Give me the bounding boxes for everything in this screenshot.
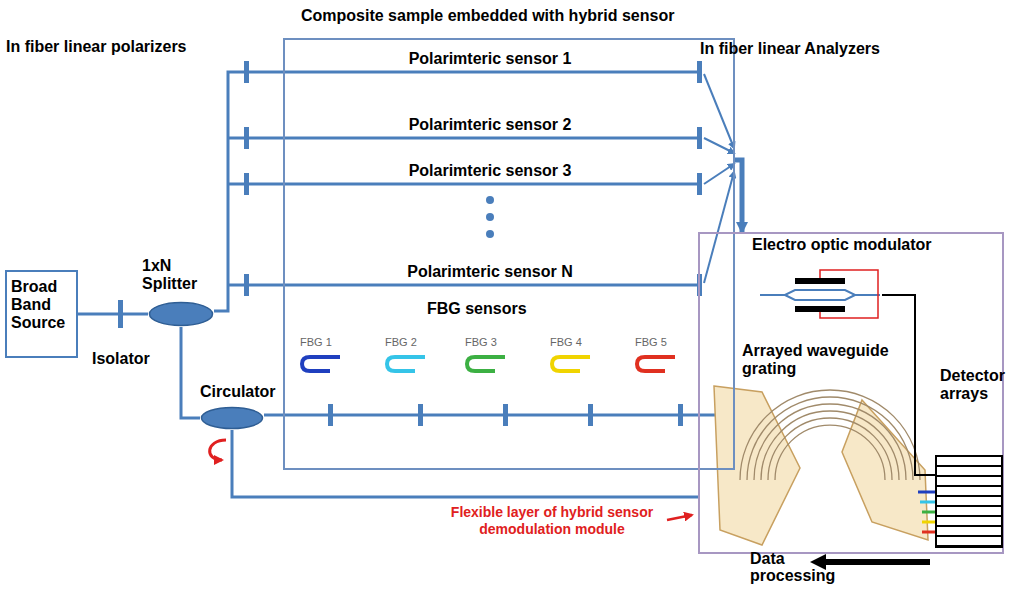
callout-text: Flexible layer of hybrid sensor demodula…: [438, 504, 666, 538]
composite-sample: Composite sample embedded with hybrid se…: [283, 38, 735, 470]
node-text: Electro optic modulator: [752, 236, 964, 254]
node-text: Circulator: [200, 383, 282, 401]
splitter-ellipse: 1xN Splitter: [148, 301, 214, 327]
source-box: Broad Band Source: [5, 270, 78, 358]
ellipse-outline: [148, 301, 214, 327]
part-label: FBG sensors: [427, 300, 547, 318]
part-label: Polarimteric sensor 2: [390, 116, 590, 134]
node-text: Detector arrays: [940, 367, 1016, 403]
part-label: Polarimteric sensor N: [390, 263, 590, 281]
node-text: Arrayed waveguide grating: [742, 342, 917, 378]
fiber-connector: [181, 327, 200, 418]
fiber-connector: [264, 414, 283, 417]
detector-array: Detector arrays: [935, 455, 1003, 548]
fiber-connector: [78, 313, 148, 316]
circulator-ellipse: Circulator: [200, 406, 264, 430]
grating-label: FBG 1: [300, 336, 350, 349]
grating-label: FBG 3: [465, 336, 515, 349]
fiber-connector: [735, 160, 742, 232]
fiber-connector: [232, 430, 698, 497]
grating-label: FBG 5: [635, 336, 685, 349]
part-label: Data processing: [750, 550, 850, 584]
part-label: Polarimteric sensor 3: [390, 162, 590, 180]
fiber-connector: [882, 295, 935, 475]
part-label: Polarimteric sensor 1: [390, 50, 590, 68]
fiber-connector: [214, 72, 283, 311]
part-label: Isolator: [92, 350, 172, 368]
grating-label: FBG 4: [550, 336, 600, 349]
node-text: 1xN Splitter: [142, 257, 217, 293]
grating-label: FBG 2: [385, 336, 435, 349]
node-text: Composite sample embedded with hybrid se…: [301, 7, 731, 25]
node-text: Broad Band Source: [11, 278, 76, 332]
part-label: In fiber linear polarizers: [6, 38, 216, 56]
part-label: In fiber linear Analyzers: [700, 40, 912, 58]
ellipse-outline: [200, 406, 264, 430]
